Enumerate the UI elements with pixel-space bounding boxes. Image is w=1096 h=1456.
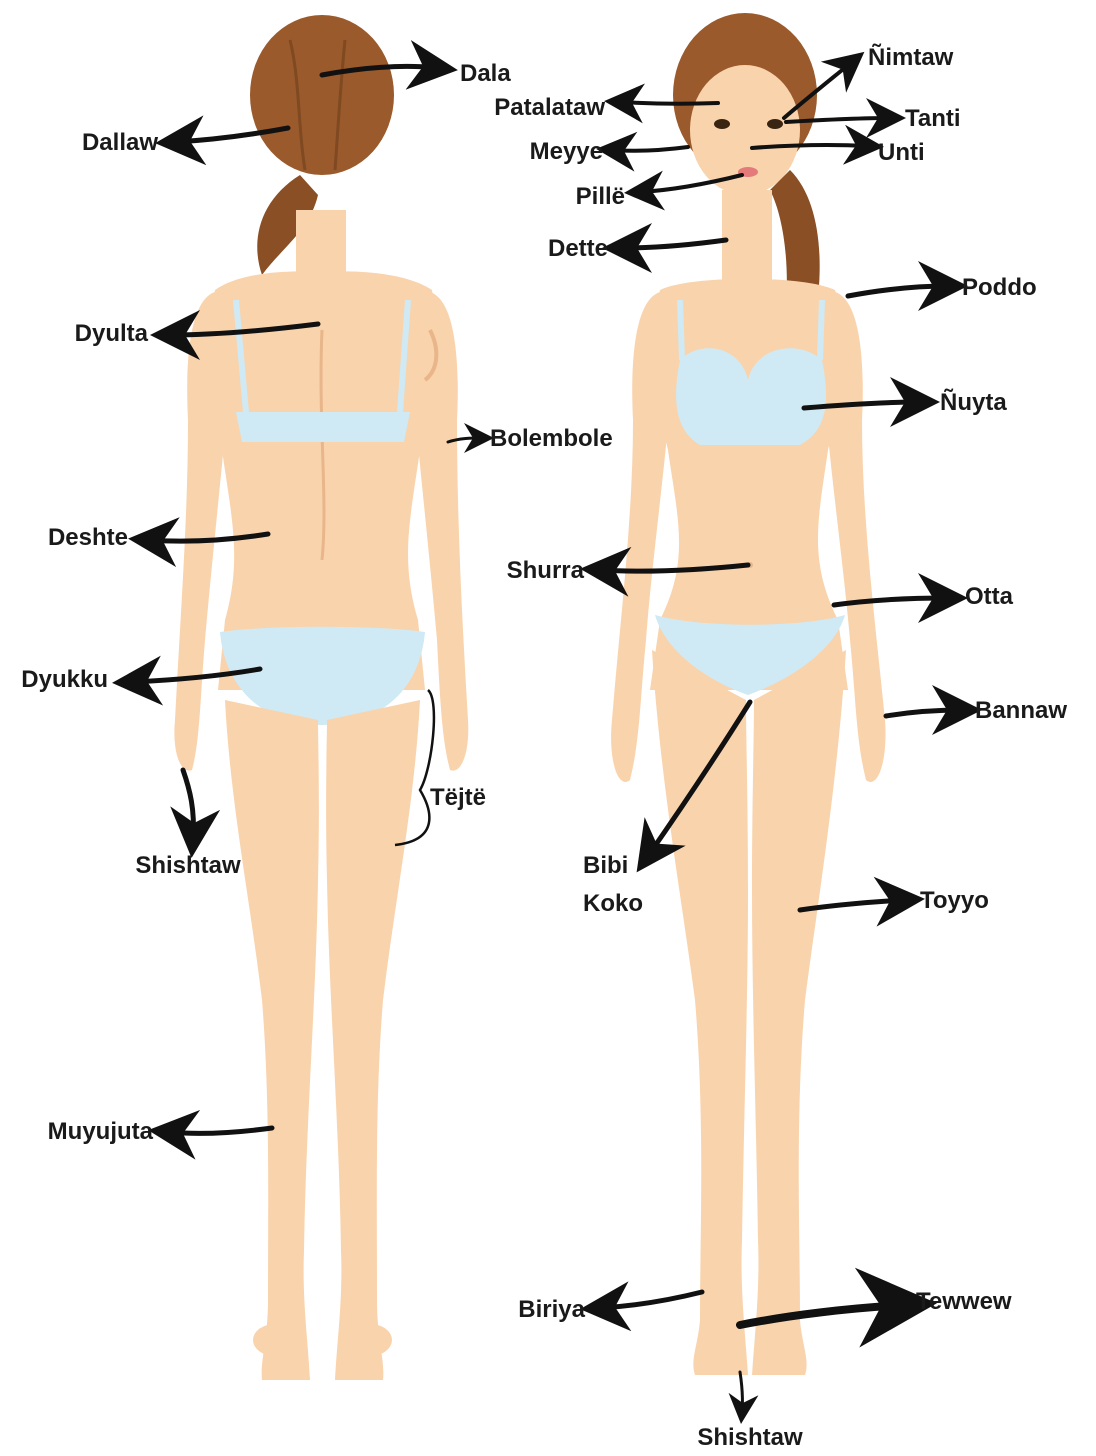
label-muyujuta: Muyujuta bbox=[48, 1118, 153, 1146]
arrow-biriya bbox=[600, 1292, 702, 1308]
label-poddo: Poddo bbox=[962, 274, 1037, 302]
back-left-arm bbox=[174, 292, 228, 771]
label-bolembole: Bolembole bbox=[490, 425, 613, 453]
back-bra bbox=[236, 412, 410, 442]
front-view-figure bbox=[611, 13, 885, 1375]
label-dala: Dala bbox=[460, 60, 511, 88]
arrow-shishtaw-hand bbox=[183, 770, 193, 838]
label-patalataw: Patalataw bbox=[494, 94, 605, 122]
label-dyulta: Dyulta bbox=[75, 320, 148, 348]
label-dyukku: Dyukku bbox=[21, 666, 108, 694]
arrow-poddo bbox=[848, 286, 948, 296]
arrow-patalataw bbox=[620, 102, 718, 104]
arrow-shishtaw-foot bbox=[740, 1372, 742, 1412]
label-pille: Pillë bbox=[576, 183, 625, 211]
label-tejte: Tëjtë bbox=[430, 784, 486, 812]
label-bannaw: Bannaw bbox=[975, 697, 1067, 725]
label-meyye: Meyye bbox=[530, 138, 603, 166]
label-nuyta: Ñuyta bbox=[940, 389, 1007, 417]
label-tewwew: Tewwew bbox=[916, 1288, 1012, 1316]
label-bibi: Bibi bbox=[583, 852, 628, 880]
label-toyyo: Toyyo bbox=[920, 887, 989, 915]
label-shishtaw-foot: Shishtaw bbox=[697, 1424, 802, 1452]
label-tanti: Tanti bbox=[905, 105, 961, 133]
label-nimtaw: Ñimtaw bbox=[868, 44, 953, 72]
arrow-unti bbox=[752, 145, 868, 148]
label-otta: Otta bbox=[965, 583, 1013, 611]
arrow-bannaw bbox=[886, 710, 962, 716]
arrow-meyye bbox=[612, 147, 688, 151]
label-deshte: Deshte bbox=[48, 524, 128, 552]
arrow-dette bbox=[622, 240, 726, 248]
back-view-figure bbox=[174, 15, 468, 1380]
back-neck bbox=[296, 210, 346, 280]
label-dette: Dette bbox=[548, 235, 608, 263]
arrow-muyujuta bbox=[168, 1128, 272, 1133]
label-biriya: Biriya bbox=[518, 1296, 585, 1324]
label-unti: Unti bbox=[878, 139, 925, 167]
front-right-leg bbox=[752, 650, 846, 1375]
back-right-arm bbox=[414, 292, 468, 771]
back-right-leg bbox=[326, 700, 420, 1380]
label-shurra: Shurra bbox=[507, 557, 584, 585]
label-shishtaw-hand: Shishtaw bbox=[135, 852, 240, 880]
label-koko: Koko bbox=[583, 890, 643, 918]
back-hair bbox=[250, 15, 394, 175]
back-left-leg bbox=[225, 700, 319, 1380]
front-left-leg bbox=[652, 650, 748, 1375]
label-dallaw: Dallaw bbox=[82, 129, 158, 157]
front-neck bbox=[722, 190, 772, 280]
